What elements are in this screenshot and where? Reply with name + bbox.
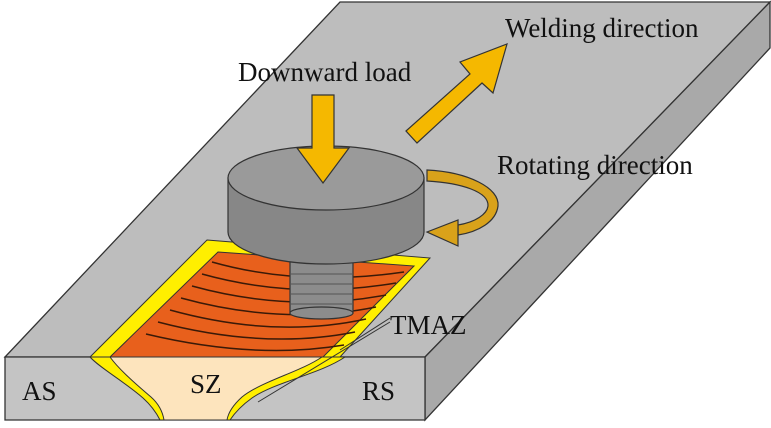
rotating-direction-arrow bbox=[425, 169, 499, 247]
as-label: AS bbox=[22, 376, 57, 406]
rs-label: RS bbox=[362, 376, 395, 406]
sz-label: SZ bbox=[190, 369, 222, 399]
welding-direction-label: Welding direction bbox=[505, 13, 699, 43]
downward-load-arrow bbox=[295, 94, 351, 185]
downward-load-label: Downward load bbox=[238, 57, 412, 87]
rotating-direction-label: Rotating direction bbox=[497, 150, 693, 180]
stir-zone bbox=[109, 356, 324, 421]
tmaz-label: TMAZ bbox=[390, 310, 467, 340]
tmaz-leader-lines bbox=[257, 317, 391, 403]
welding-direction-arrow bbox=[405, 43, 508, 144]
